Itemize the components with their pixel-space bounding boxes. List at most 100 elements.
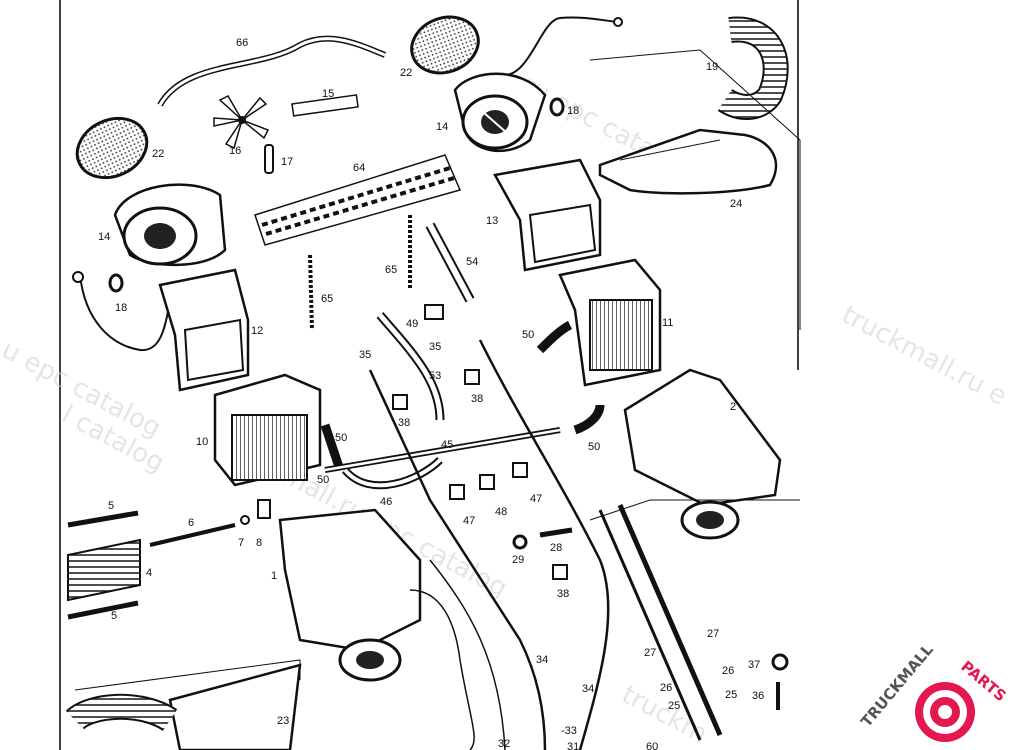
callout-8: 8 [256, 537, 262, 549]
callout-11: 11 [662, 317, 673, 329]
part-14-fan-motor-top [453, 72, 547, 153]
part-50-hose-lower [573, 404, 605, 435]
part-6-rod [149, 523, 236, 547]
callout-48: 48 [495, 506, 507, 518]
callout-19: 19 [706, 61, 718, 73]
callout-50-right: 50 [588, 441, 600, 453]
part-50-hose-left [320, 423, 345, 472]
callout-35-right: 35 [429, 341, 441, 353]
part-18-grommet-top [549, 97, 565, 117]
part-2-blower-housing [623, 368, 782, 540]
callout-27-right: 27 [707, 628, 719, 640]
part-12-fan-housing [158, 268, 250, 392]
part-5-strip-top [67, 510, 139, 528]
callout-33: -33 [561, 725, 577, 737]
part-38-clip-c [552, 564, 568, 580]
part-53-hose [376, 312, 445, 421]
callout-labels: 66 22 22 19 15 18 14 16 17 64 24 14 13 1… [98, 37, 764, 750]
part-8-bracket [257, 499, 271, 519]
callout-1: 1 [271, 570, 277, 582]
callout-29: 29 [512, 554, 524, 566]
callout-22-left: 22 [152, 148, 164, 160]
callout-32: 32 [498, 738, 510, 750]
part-13-fan-housing [493, 158, 602, 272]
part-37-nut [771, 653, 789, 671]
callout-14-top: 14 [436, 121, 448, 133]
callout-25-right: 25 [725, 689, 737, 701]
callout-23: 23 [277, 715, 289, 727]
callout-7: 7 [238, 537, 244, 549]
callout-47-a: 47 [463, 515, 475, 527]
part-27-rod-left [598, 509, 702, 741]
outline-panel-lower-right [589, 499, 800, 521]
callout-50-bottom: 50 [317, 474, 329, 486]
callout-65-right: 65 [385, 264, 397, 276]
callout-34-lower: 34 [582, 683, 594, 695]
part-23-air-duct [65, 663, 302, 750]
part-29-nut [512, 534, 528, 550]
gear-icon [915, 682, 975, 742]
callout-14-left: 14 [98, 231, 110, 243]
part-48-clip [479, 474, 495, 490]
part-4-seal-strip [67, 538, 141, 602]
part-15-fuse-strip [291, 94, 359, 117]
callout-12: 12 [251, 325, 263, 337]
callout-49: 49 [406, 318, 418, 330]
part-14-fan-motor-left [113, 183, 227, 267]
part-cable-top [499, 16, 619, 77]
part-flex-loop [409, 589, 475, 750]
callout-46: 46 [380, 496, 392, 508]
callout-10: 10 [196, 436, 208, 448]
callout-38-c: 38 [557, 588, 569, 600]
callout-18-top: 18 [567, 105, 579, 117]
callout-17: 17 [281, 156, 293, 168]
part-47-clip-a [449, 484, 465, 500]
part-50-hose-right [536, 320, 573, 354]
part-22-grille-top [410, 15, 480, 75]
part-38-clip-a [464, 369, 480, 385]
callout-65-left: 65 [321, 293, 333, 305]
part-control-cable [368, 369, 547, 750]
part-28-bolt [539, 527, 573, 538]
callout-66: 66 [236, 37, 248, 49]
callout-37: 37 [748, 659, 760, 671]
part-11-heater-core [558, 258, 662, 387]
callout-28: 28 [550, 542, 562, 554]
callout-50-mid: 50 [335, 432, 347, 444]
callout-5-top: 5 [108, 500, 114, 512]
callout-50-top: 50 [522, 329, 534, 341]
outline-panel-lower-left [74, 659, 301, 691]
callout-54: 54 [466, 256, 478, 268]
part-16-fan-blade [213, 95, 270, 150]
part-24-air-duct [598, 128, 778, 195]
callout-36: 36 [752, 690, 764, 702]
part-27-rod-right [617, 504, 723, 736]
callout-16: 16 [229, 145, 241, 157]
part-1-blower-housing [278, 508, 422, 682]
callout-5-bottom: 5 [111, 610, 117, 622]
callout-27-left: 27 [644, 647, 656, 659]
callout-15: 15 [322, 88, 334, 100]
part-5-strip-bottom [67, 600, 139, 620]
callout-26-left: 26 [660, 682, 672, 694]
callout-53: 53 [429, 370, 441, 382]
callout-38-b: 38 [398, 417, 410, 429]
callout-6: 6 [188, 517, 194, 529]
callout-18-left: 18 [115, 302, 127, 314]
part-cable-32 [429, 559, 506, 750]
callout-4: 4 [146, 567, 152, 579]
callout-25-left: 25 [668, 700, 680, 712]
callout-38-a: 38 [471, 393, 483, 405]
watermark-layer: l catalog ru epc catalog truckmall.ru e … [0, 70, 1012, 750]
callout-22-top: 22 [400, 67, 412, 79]
callout-24: 24 [730, 198, 742, 210]
part-38-clip-b [392, 394, 408, 410]
part-65-spring-left [308, 254, 314, 331]
part-17-clip [264, 144, 274, 174]
callout-60: 60 [646, 741, 658, 750]
part-10-heater-core [213, 373, 322, 487]
part-7-washer [240, 515, 250, 525]
part-47-clip-b [512, 462, 528, 478]
callout-26-right: 26 [722, 665, 734, 677]
